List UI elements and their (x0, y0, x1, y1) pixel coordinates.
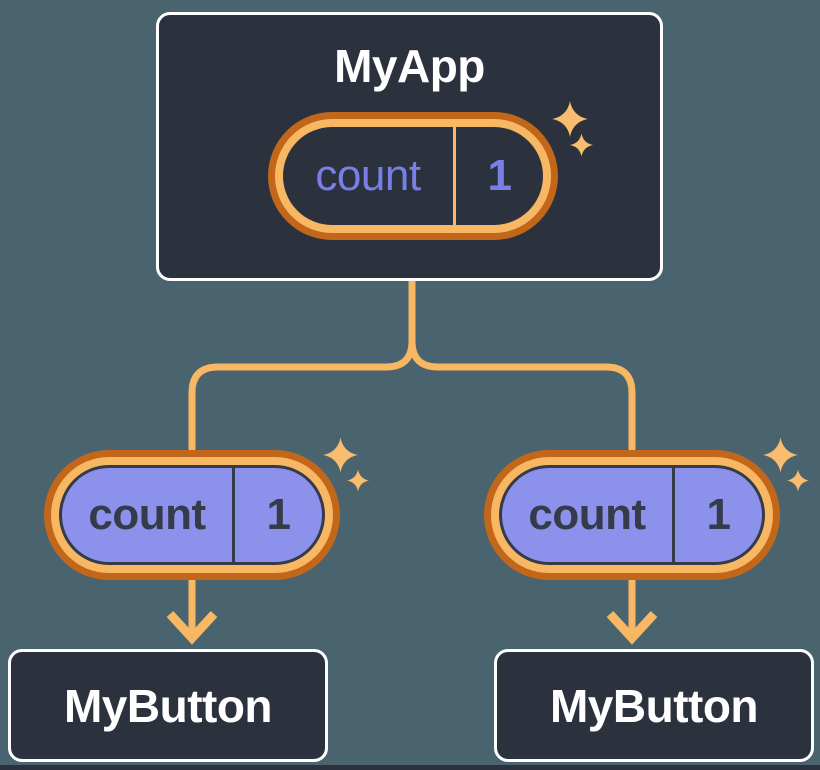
state-pill-body: count 1 (283, 127, 543, 225)
state-pill-body: count 1 (499, 465, 765, 565)
component-card-mybutton-right: MyButton (494, 649, 814, 762)
state-pill-divider (672, 468, 675, 562)
sparkles-icon (323, 437, 358, 473)
state-pill-root: count 1 (268, 112, 558, 240)
branch-line-left (188, 281, 416, 462)
state-pill-ring: count 1 (275, 119, 551, 233)
branch-line-right (408, 281, 636, 462)
arrow-head-left (166, 610, 218, 645)
state-pill-ring: count 1 (491, 457, 773, 573)
state-value: 1 (706, 490, 731, 539)
state-value: 1 (487, 151, 512, 200)
component-title: MyApp (334, 40, 485, 92)
state-pill-divider (232, 468, 235, 562)
bottom-edge-strip (0, 765, 820, 770)
sparkles-icon (787, 469, 809, 492)
state-pill-body: count 1 (59, 465, 325, 565)
state-value: 1 (266, 490, 291, 539)
component-card-mybutton-left: MyButton (8, 649, 328, 762)
arrow-head-right (606, 610, 658, 645)
sparkles-icon (763, 437, 798, 473)
state-pill-ring: count 1 (51, 457, 333, 573)
state-label: count (88, 490, 206, 539)
state-label: count (315, 151, 421, 200)
state-label: count (528, 490, 646, 539)
state-pill-child-left: count 1 (44, 450, 340, 580)
state-pill-divider (453, 127, 456, 225)
sparkles-icon (347, 469, 369, 492)
state-pill-child-right: count 1 (484, 450, 780, 580)
